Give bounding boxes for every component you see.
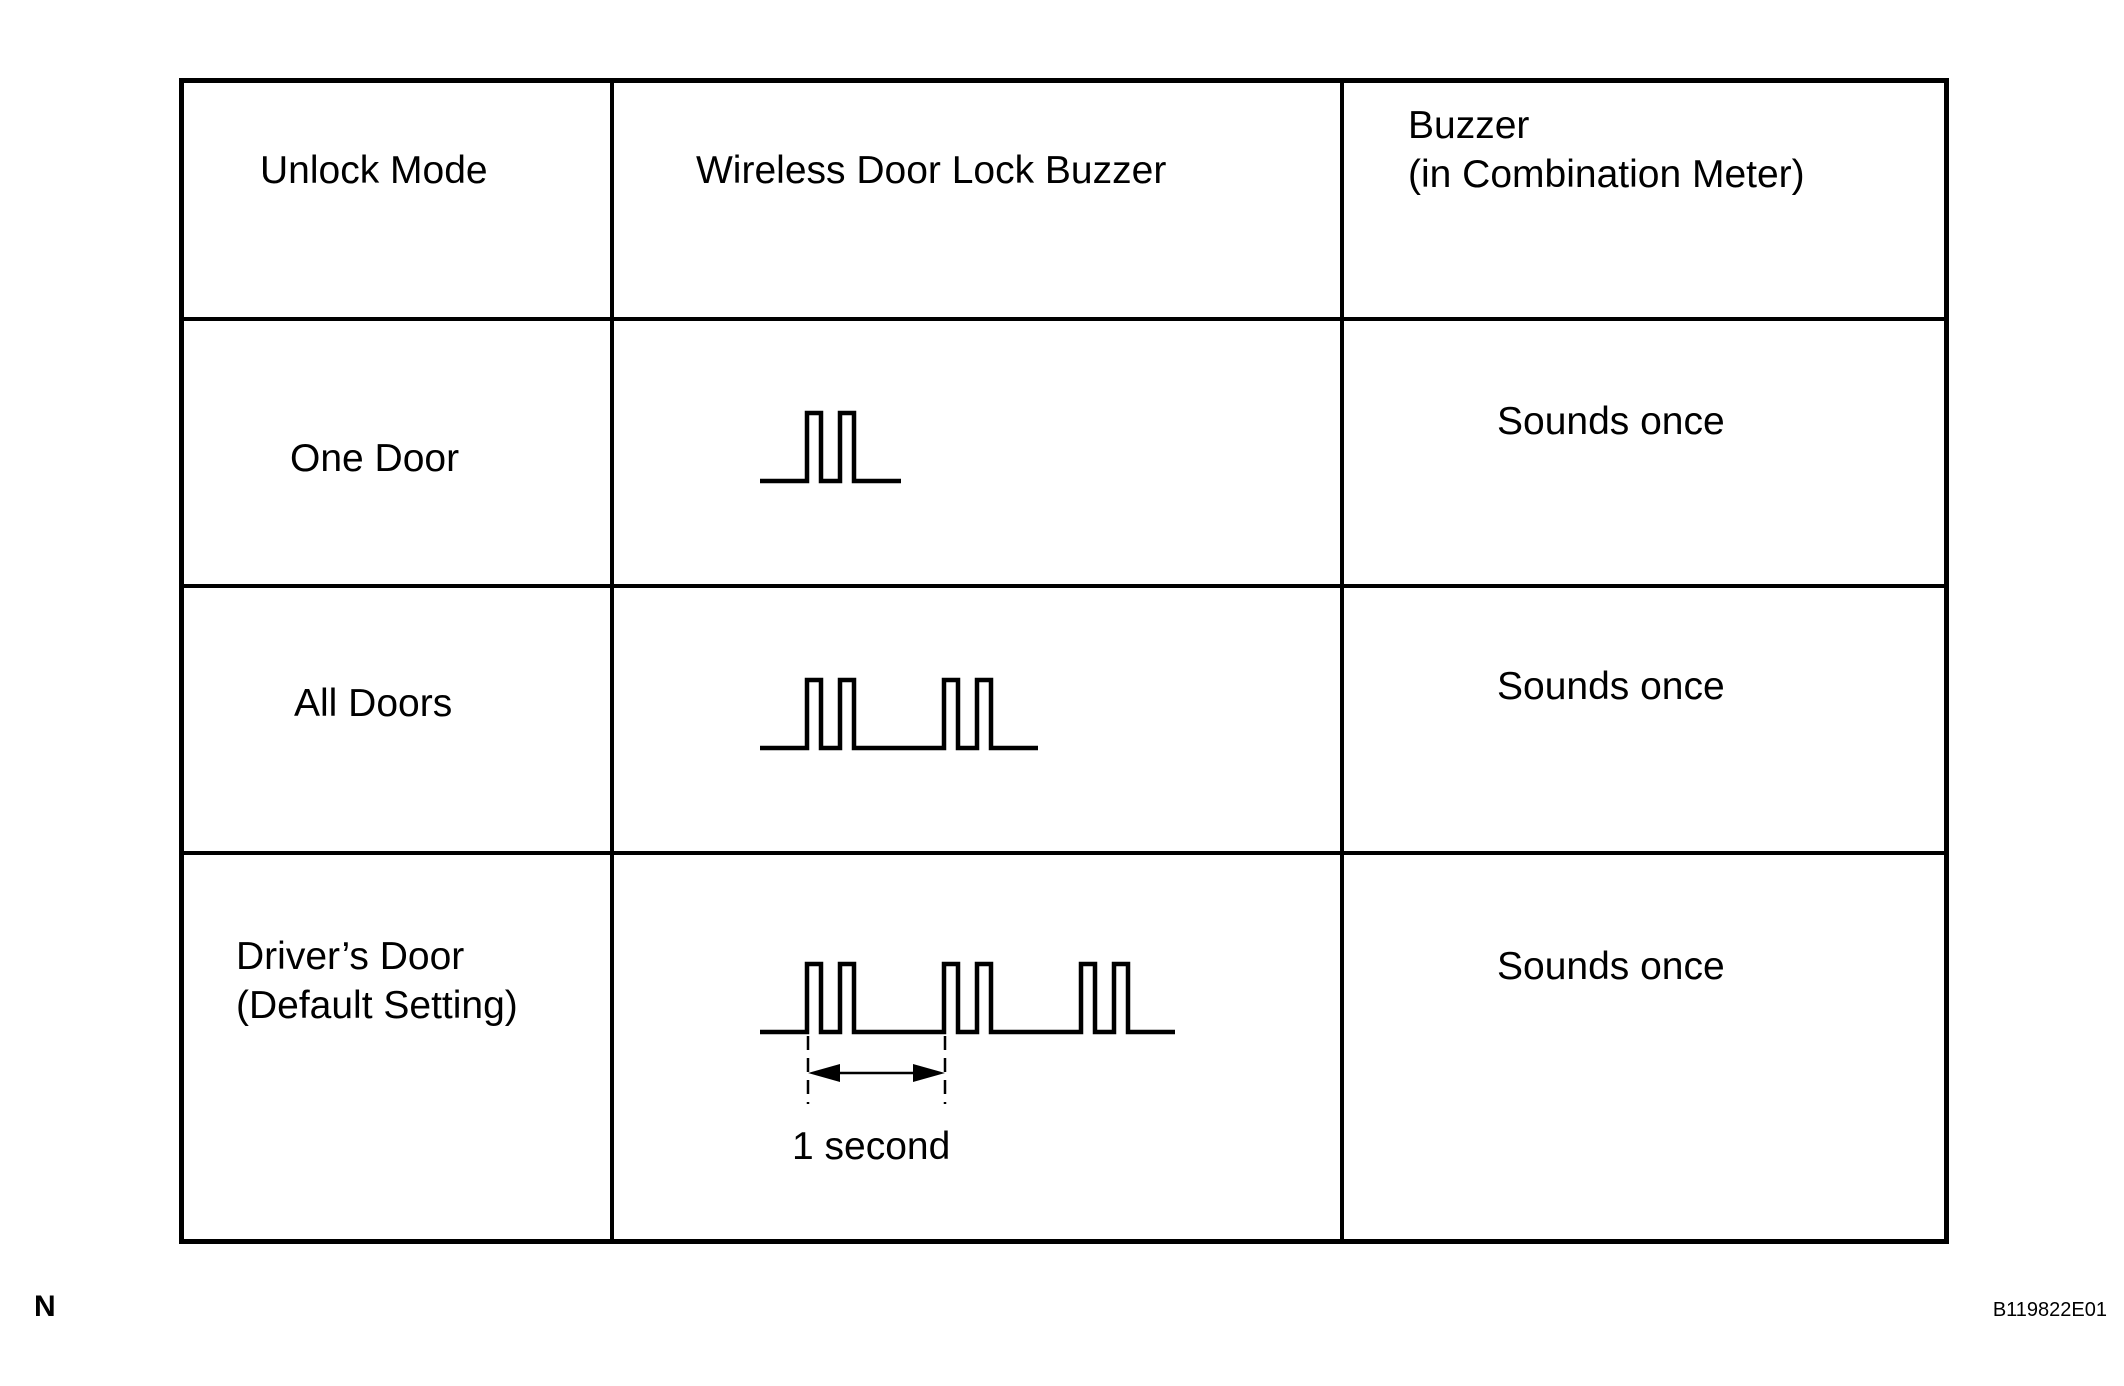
row-drivers-door-mode-note: (Default Setting) [236, 984, 518, 1027]
header-wireless-door-lock-buzzer: Wireless Door Lock Buzzer [696, 149, 1167, 192]
column-divider-2 [1340, 83, 1344, 1239]
column-divider-1 [610, 83, 614, 1239]
row-divider-1 [184, 584, 1944, 588]
row-one-door-meter-buzzer: Sounds once [1497, 400, 1725, 443]
figure-reference-code: B119822E01 [1992, 1299, 2107, 1321]
buzzer-table [179, 78, 1949, 1244]
row-divider-header [184, 317, 1944, 321]
header-buzzer-location: (in Combination Meter) [1408, 153, 1805, 196]
row-all-doors-mode: All Doors [294, 682, 453, 725]
header-buzzer: Buzzer [1408, 104, 1530, 147]
header-unlock-mode: Unlock Mode [260, 149, 488, 192]
row-drivers-door-meter-buzzer: Sounds once [1497, 945, 1725, 988]
row-all-doors-meter-buzzer: Sounds once [1497, 665, 1725, 708]
row-one-door-mode: One Door [290, 437, 460, 480]
corner-letter: N [34, 1290, 56, 1323]
row-divider-2 [184, 851, 1944, 855]
row-drivers-door-mode: Driver’s Door [236, 935, 465, 978]
